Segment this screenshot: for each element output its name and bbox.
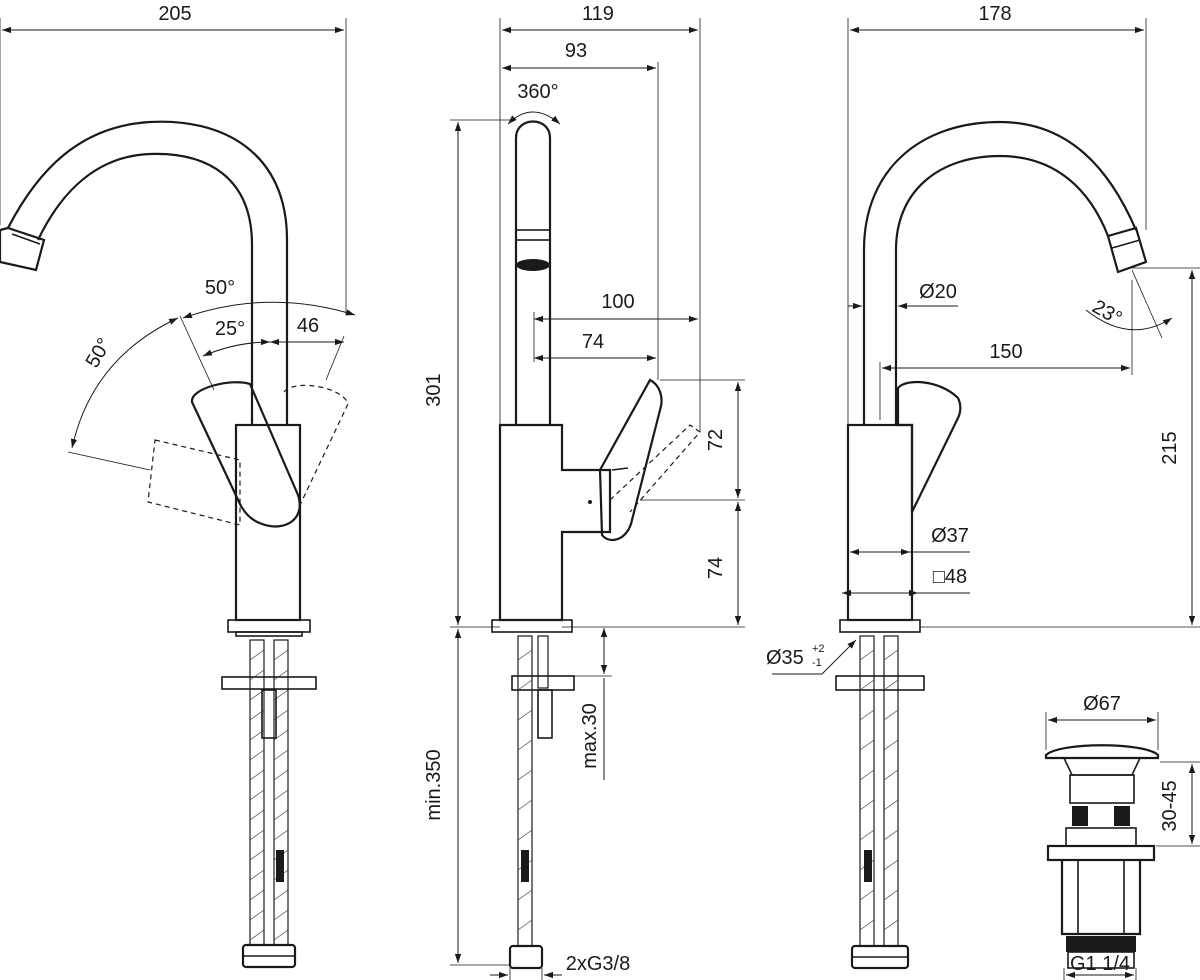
dim-side-reach: 100 bbox=[601, 291, 634, 313]
dim-body-lower: 74 bbox=[705, 557, 727, 579]
dim-rotation: 360° bbox=[517, 81, 558, 103]
dim-deck-thickness: max.30 bbox=[579, 703, 601, 769]
dim-front-angle-left: 50° bbox=[82, 334, 116, 371]
dim-hole-tol-plus: +2 bbox=[812, 643, 825, 655]
side-view: 119 93 360° 100 74 301 72 74 min.350 bbox=[423, 3, 745, 980]
dim-waste-thread: G1 1/4 bbox=[1070, 953, 1130, 975]
dim-body-diameter: Ø37 bbox=[931, 525, 969, 547]
dim-hole-diameter: Ø35 bbox=[766, 647, 804, 669]
dim-front-width: 205 bbox=[158, 3, 191, 25]
dim-hole-tol-minus: -1 bbox=[812, 657, 822, 669]
front-view: 205 50° 50° 25° 46 bbox=[0, 3, 356, 969]
dim-rear-width: 178 bbox=[978, 3, 1011, 25]
dim-height-total: 301 bbox=[423, 373, 445, 406]
dim-spout-height: 215 bbox=[1159, 431, 1181, 464]
dim-side-inner: 93 bbox=[565, 40, 587, 62]
dim-spout-diameter: Ø20 bbox=[919, 281, 957, 303]
dim-lever-height: 72 bbox=[705, 429, 727, 451]
dim-front-angle-inner: 25° bbox=[215, 318, 245, 340]
rear-view: 178 Ø20 23° 150 215 Ø37 □48 Ø35 +2 -1 bbox=[766, 3, 1200, 970]
front-hoses bbox=[241, 639, 297, 969]
dim-waste-range: 30-45 bbox=[1159, 780, 1181, 831]
dim-rear-reach: 150 bbox=[989, 341, 1022, 363]
dim-side-lever-reach: 74 bbox=[582, 331, 604, 353]
dim-side-width: 119 bbox=[582, 3, 614, 25]
dim-mount-depth: min.350 bbox=[423, 749, 445, 820]
dim-spout-angle: 23° bbox=[1088, 296, 1125, 330]
dim-front-angle-top: 50° bbox=[205, 277, 235, 299]
dim-waste-diameter: Ø67 bbox=[1083, 693, 1121, 715]
waste-view: Ø67 30-45 G1 1/4 bbox=[1044, 693, 1200, 980]
dim-hose-thread: 2xG3/8 bbox=[566, 953, 630, 975]
dim-front-offset: 46 bbox=[297, 315, 319, 337]
dim-base-square: □48 bbox=[933, 566, 967, 588]
